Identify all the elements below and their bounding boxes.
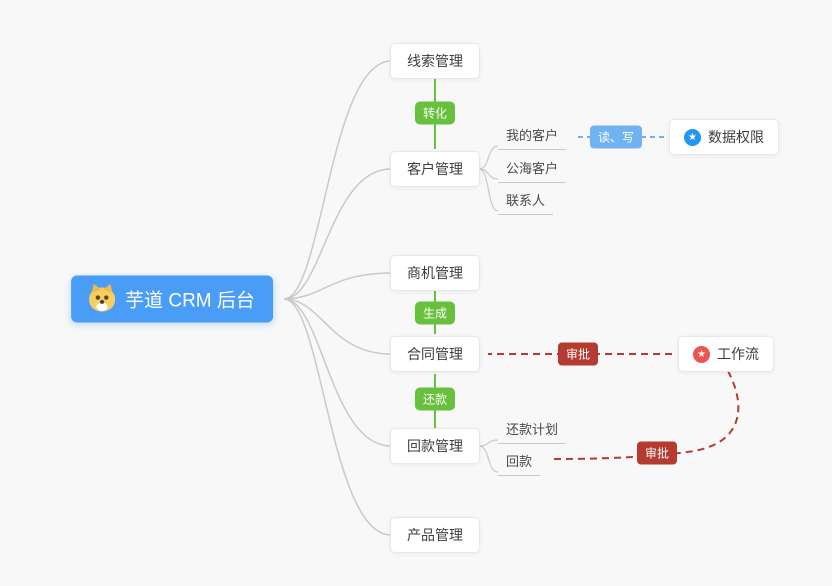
leaf-contacts: 联系人 bbox=[498, 190, 554, 215]
leaf-public-customers: 公海客户 bbox=[498, 158, 567, 183]
node-leads-management: 线索管理 bbox=[390, 43, 480, 79]
leaf-repayment-plan: 还款计划 bbox=[498, 419, 567, 444]
node-contract-management: 合同管理 bbox=[390, 336, 480, 372]
root-node-crm-backend: 芋道 CRM 后台 bbox=[71, 275, 273, 323]
node-workflow: 工作流 bbox=[678, 336, 774, 372]
node-opportunity-management: 商机管理 bbox=[390, 255, 480, 291]
badge-repay: 还款 bbox=[414, 387, 456, 411]
leaf-my-customers: 我的客户 bbox=[498, 125, 567, 150]
badge-generate: 生成 bbox=[414, 301, 456, 325]
leaf-receivable: 回款 bbox=[498, 451, 541, 476]
root-node-label: 芋道 CRM 后台 bbox=[125, 290, 255, 312]
node-data-permission-label: 数据权限 bbox=[708, 129, 764, 145]
badge-read-write: 读、写 bbox=[589, 125, 643, 149]
badge-approval-receivable: 审批 bbox=[636, 441, 678, 465]
star-icon bbox=[684, 128, 701, 146]
star-icon bbox=[693, 345, 710, 363]
badge-convert: 转化 bbox=[414, 101, 456, 125]
node-workflow-label: 工作流 bbox=[717, 346, 759, 362]
dog-icon bbox=[89, 287, 116, 311]
badge-approval-contract: 审批 bbox=[557, 342, 599, 366]
node-customer-management: 客户管理 bbox=[390, 151, 480, 187]
node-data-permission: 数据权限 bbox=[669, 119, 779, 155]
node-receivable-management: 回款管理 bbox=[390, 428, 480, 464]
node-product-management: 产品管理 bbox=[390, 517, 480, 553]
